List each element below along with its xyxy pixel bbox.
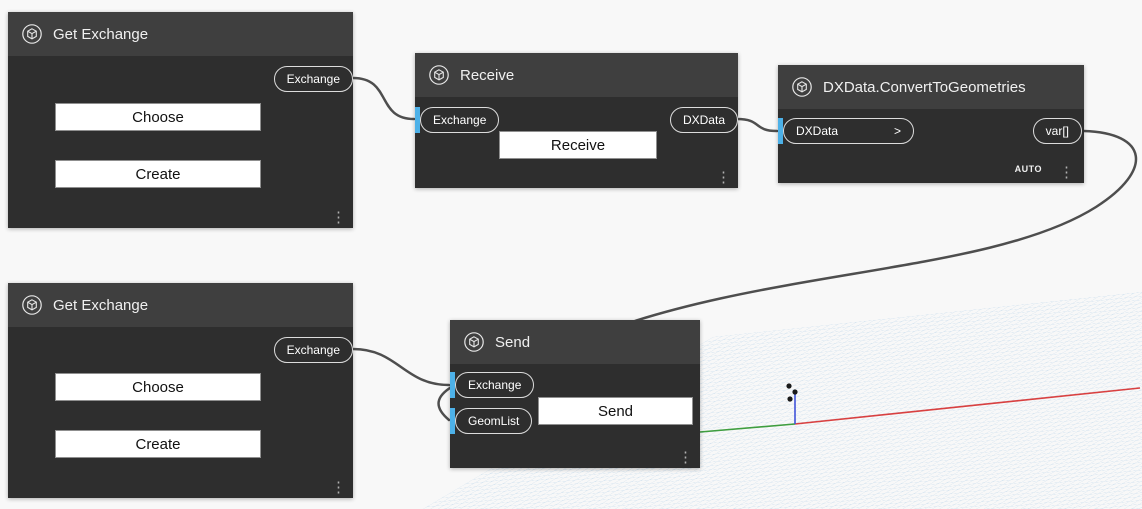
node-get-exchange-1[interactable]: Get Exchange Exchange Choose Create ⋮ <box>8 12 353 228</box>
node-get-exchange-2[interactable]: Get Exchange Exchange Choose Create ⋮ <box>8 283 353 498</box>
node-header[interactable]: Receive <box>415 53 738 97</box>
receive-button[interactable]: Receive <box>499 131 657 159</box>
port-label: GeomList <box>468 414 520 428</box>
input-port-accent <box>415 107 420 133</box>
input-port-accent <box>450 372 455 398</box>
node-options-icon[interactable]: ⋮ <box>1059 164 1074 181</box>
dynamo-package-icon <box>463 331 485 353</box>
geometry-point <box>786 383 792 389</box>
port-label: DXData <box>796 124 839 138</box>
dynamo-package-icon <box>21 23 43 45</box>
input-port-exchange[interactable]: Exchange <box>455 372 535 398</box>
send-button[interactable]: Send <box>538 397 693 425</box>
port-label: Exchange <box>286 72 340 86</box>
axis-x-red <box>794 387 1141 425</box>
input-port-geomlist[interactable]: GeomList <box>455 408 533 434</box>
node-options-icon[interactable]: ⋮ <box>678 449 693 466</box>
axis-y-green <box>699 423 796 433</box>
output-port-var[interactable]: var[] <box>1032 118 1082 144</box>
node-receive[interactable]: Receive Exchange DXData Receive ⋮ <box>415 53 738 188</box>
port-label: Exchange <box>433 113 487 127</box>
node-header[interactable]: Get Exchange <box>8 12 353 56</box>
port-label: Exchange <box>468 378 522 392</box>
dynamo-package-icon <box>428 64 450 86</box>
input-port-accent <box>778 118 783 144</box>
dynamo-package-icon <box>791 76 813 98</box>
port-label: var[] <box>1045 124 1069 138</box>
node-title: Get Exchange <box>53 25 149 43</box>
wire-getexchange2-to-send[interactable] <box>351 347 451 387</box>
input-port-accent <box>450 408 455 434</box>
node-header[interactable]: Get Exchange <box>8 283 353 327</box>
port-label: DXData <box>682 113 725 127</box>
create-button[interactable]: Create <box>55 160 261 188</box>
output-port-dxdata[interactable]: DXData <box>669 107 738 133</box>
geometry-point <box>787 396 793 402</box>
node-options-icon[interactable]: ⋮ <box>331 479 346 496</box>
node-header[interactable]: DXData.ConvertToGeometries <box>778 65 1084 109</box>
choose-button[interactable]: Choose <box>55 103 261 131</box>
geometry-point <box>792 389 798 395</box>
node-title: Get Exchange <box>53 296 149 314</box>
node-header[interactable]: Send <box>450 320 700 364</box>
node-title: Receive <box>460 66 515 84</box>
choose-button[interactable]: Choose <box>55 373 261 401</box>
node-options-icon[interactable]: ⋮ <box>331 209 346 226</box>
output-port-exchange[interactable]: Exchange <box>273 66 353 92</box>
node-send[interactable]: Send Exchange GeomList Send ⋮ <box>450 320 700 468</box>
node-title: DXData.ConvertToGeometries <box>823 78 1026 96</box>
wire-receive-to-convert[interactable] <box>735 117 779 133</box>
output-port-exchange[interactable]: Exchange <box>273 337 353 363</box>
input-port-exchange[interactable]: Exchange <box>420 107 500 133</box>
node-title: Send <box>495 333 531 351</box>
input-port-dxdata[interactable]: DXData > <box>783 118 914 144</box>
wire-getexchange1-to-receive[interactable] <box>351 76 416 121</box>
create-button[interactable]: Create <box>55 430 261 458</box>
node-options-icon[interactable]: ⋮ <box>716 169 731 186</box>
node-dxdata-converttogeometries[interactable]: DXData.ConvertToGeometries DXData > var[… <box>778 65 1084 183</box>
port-expander-icon[interactable]: > <box>893 124 901 138</box>
dynamo-package-icon <box>21 294 43 316</box>
port-label: Exchange <box>286 343 340 357</box>
lacing-label[interactable]: AUTO <box>1014 164 1042 174</box>
